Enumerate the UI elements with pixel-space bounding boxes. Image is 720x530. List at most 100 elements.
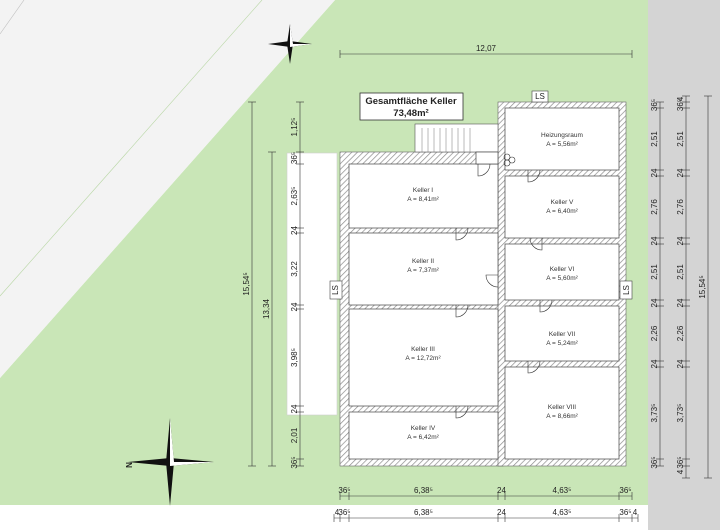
dim-label: 36⁵ (290, 152, 299, 164)
dim-label: 2,51 (676, 131, 685, 147)
plan-title: Gesamtfläche Keller (365, 96, 457, 107)
dim-label: 3,98⁵ (290, 348, 299, 367)
dim-chain-right-a: 36⁵ 2,51 24 2,76 24 2,51 24 2,26 24 3,73⁵ 36⁵ (650, 99, 664, 469)
dim-label: 4 (676, 469, 685, 474)
room-keller-2 (348, 232, 499, 306)
dim-label: 24 (676, 359, 685, 368)
dim-label: 36⁵ (338, 486, 350, 495)
north-arrow-icon (128, 418, 214, 506)
dim-label: 2,26 (676, 325, 685, 341)
room-keller-7 (504, 305, 620, 362)
dim-label: 6,38⁵ (414, 486, 433, 495)
ls-right-label: LS (622, 285, 631, 295)
dim-left-inner: 13,34 (262, 298, 271, 319)
room-name-keller-5: Keller V (551, 199, 574, 206)
dim-lines-bottom (334, 495, 638, 519)
dim-label: 36⁵ (619, 508, 631, 517)
total-area-box (359, 92, 464, 121)
room-area-keller-2: A = 7,37m² (407, 267, 439, 274)
room-interiors (348, 107, 620, 460)
room-name-keller-7: Keller VII (549, 331, 576, 338)
room-name-keller-2: Keller II (412, 258, 434, 265)
dim-label: 24 (676, 168, 685, 177)
room-area-keller-4: A = 6,42m² (407, 434, 439, 441)
room-name-heizungsraum: Heizungsraum (541, 132, 583, 139)
total-area-value: 73,48m² (393, 108, 428, 119)
dim-label: 24 (290, 302, 299, 311)
dim-label: 36⁵ (676, 456, 685, 468)
light-shaft-markers (329, 90, 633, 300)
dim-label: 2,01 (290, 427, 299, 443)
dim-label: 2,26 (650, 325, 659, 341)
dim-right-overall: 15,54⁵ (698, 275, 707, 298)
dim-label: 1,12⁵ (290, 118, 299, 137)
road-strip (0, 0, 335, 378)
room-keller-4 (348, 411, 499, 460)
dim-label: 24 (650, 236, 659, 245)
dim-label: 24 (650, 359, 659, 368)
dim-label: 36⁵ (650, 99, 659, 111)
dim-label: 24 (290, 404, 299, 413)
dim-left-overall: 15,54⁵ (242, 272, 251, 295)
room-keller-1 (348, 163, 499, 229)
dim-label: 2,51 (650, 131, 659, 147)
room-area-heizungsraum: A = 5,56m² (546, 141, 578, 148)
dim-label: 3,22 (290, 261, 299, 277)
dim-label: 24 (290, 226, 299, 235)
room-keller-5 (504, 175, 620, 239)
dim-top-overall: 12,07 (476, 44, 497, 53)
dim-line-top (339, 50, 633, 58)
room-keller-6 (504, 243, 620, 301)
dim-label: 24 (676, 236, 685, 245)
dim-label: 36⁵ (290, 456, 299, 468)
dim-label: 2,76 (650, 199, 659, 215)
door-swings (455, 153, 553, 419)
compass-rose-icon (268, 24, 312, 64)
room-name-keller-1: Keller I (413, 187, 433, 194)
room-area-keller-5: A = 6,40m² (546, 208, 578, 215)
dim-label: 4 (335, 508, 340, 517)
dim-label: 24 (497, 486, 506, 495)
dim-label: 4 (633, 508, 638, 517)
room-name-keller-4: Keller IV (411, 425, 436, 432)
dim-label: 36⁵ (676, 99, 685, 111)
staircase (414, 123, 499, 153)
dim-label: 36⁵ (650, 456, 659, 468)
dim-label: 6,38⁵ (414, 508, 433, 517)
dim-label: 2,51 (650, 264, 659, 280)
north-label: N (125, 462, 134, 468)
dim-lines-left (248, 101, 301, 467)
room-keller-3 (348, 308, 499, 407)
dim-label: 24 (650, 168, 659, 177)
dim-label: 4 (676, 96, 685, 101)
room-name-keller-6: Keller VI (550, 266, 575, 273)
room-area-keller-6: A = 5,60m² (546, 275, 578, 282)
room-area-keller-7: A = 5,24m² (546, 340, 578, 347)
dim-lines-right (659, 95, 712, 479)
room-name-keller-3: Keller III (411, 346, 435, 353)
room-area-keller-8: A = 8,66m² (546, 413, 578, 420)
ls-left (329, 280, 343, 300)
dim-label: 36⁵ (338, 508, 350, 517)
corridor (475, 151, 499, 165)
terrace (286, 152, 338, 416)
ls-top (531, 90, 549, 103)
dim-label: 2,51 (676, 264, 685, 280)
room-area-keller-3: A = 12,72m² (405, 355, 441, 362)
room-keller-8 (504, 366, 620, 460)
dim-label: 3,73⁵ (676, 404, 685, 423)
dim-label: 24 (497, 508, 506, 517)
dim-label: 3,73⁵ (650, 404, 659, 423)
dim-label: 2,76 (676, 199, 685, 215)
ls-top-label: LS (535, 92, 545, 101)
dim-label: 4,63⁵ (553, 486, 572, 495)
ls-right (619, 280, 633, 300)
dim-label: 2,63⁵ (290, 187, 299, 206)
dim-label: 24 (676, 298, 685, 307)
stair-treads (421, 128, 471, 152)
dim-label: 24 (650, 298, 659, 307)
room-area-keller-1: A = 8,41m² (407, 196, 439, 203)
